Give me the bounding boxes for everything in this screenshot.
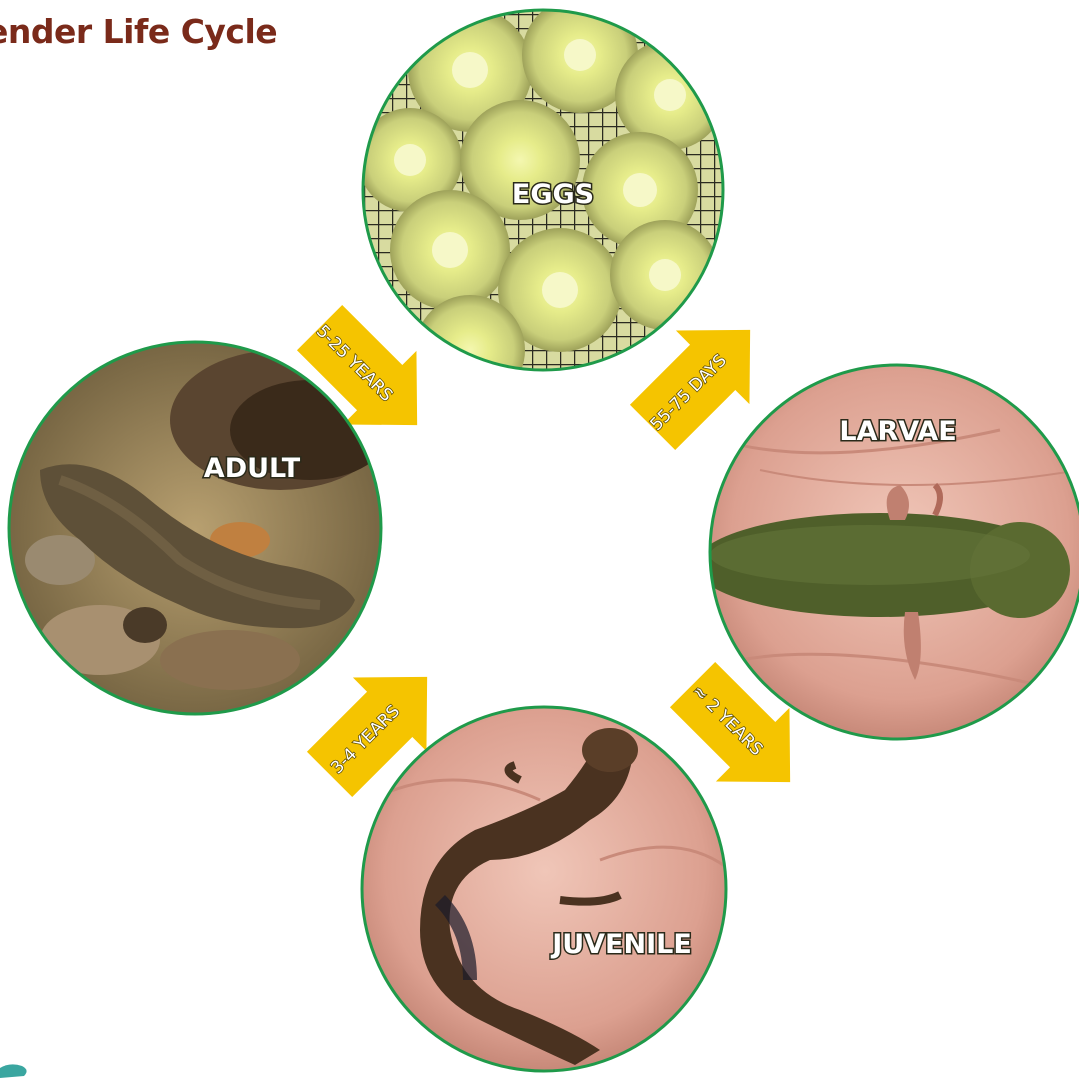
stage-label-adult: ADULT: [204, 453, 301, 484]
stage-label-larvae: LARVAE: [839, 416, 956, 447]
juvenile-photo: [355, 700, 735, 1078]
stage-label-eggs: EGGS: [512, 179, 594, 210]
adult-photo: [5, 340, 390, 720]
stage-label-juvenile: JUVENILE: [550, 929, 692, 960]
logo-fragment: [0, 1064, 27, 1078]
